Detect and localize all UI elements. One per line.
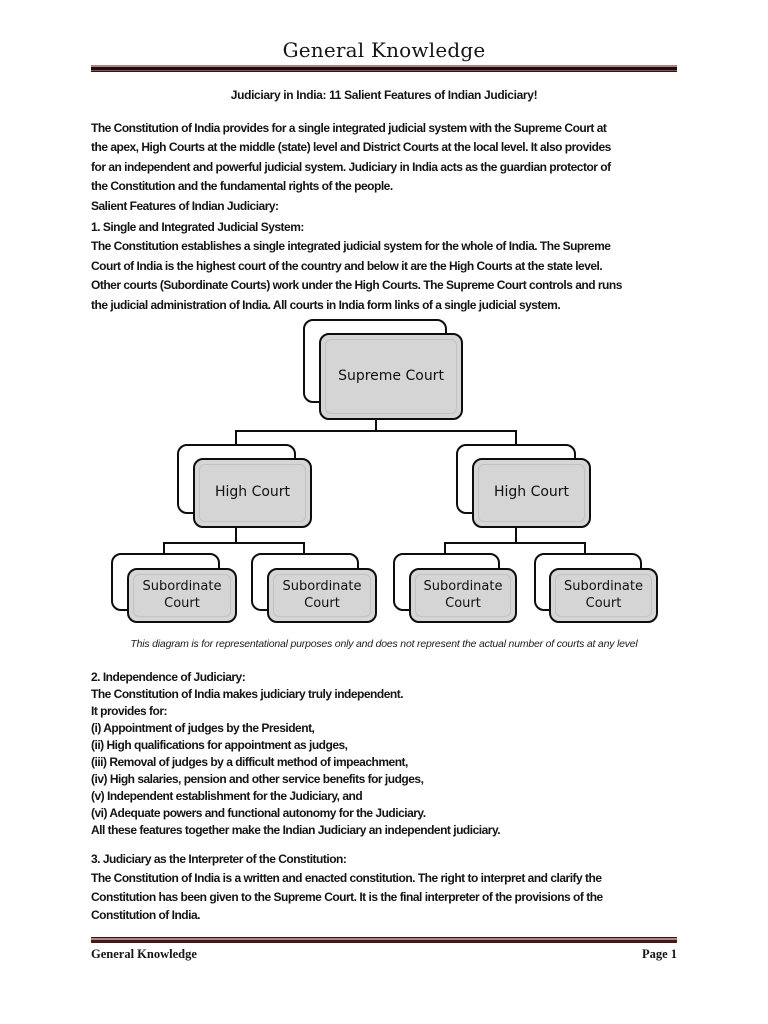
connector-supreme-drop	[375, 418, 377, 430]
subordinate-court-1-node: Subordinate Court	[127, 568, 237, 623]
page-footer: General Knowledge Page 1	[91, 947, 677, 962]
footer-page-number: Page 1	[641, 947, 677, 961]
footer-left-text: General Knowledge	[91, 947, 197, 961]
text-line: the judicial administration of India. Al…	[91, 297, 561, 312]
connector-sub1-drop	[163, 544, 165, 553]
connector-level2-right-horizontal	[444, 542, 586, 544]
connector-highcourt-right-drop	[515, 432, 517, 444]
subordinate-court-4-node: Subordinate Court	[549, 568, 658, 623]
text-line: (v) Independent establishment for the Ju…	[91, 789, 363, 803]
text-line: The Constitution of India provides for a…	[91, 121, 607, 135]
high-court-left-node: High Court	[193, 458, 312, 528]
section-2-heading: 2. Independence of Judiciary:	[91, 670, 246, 684]
connector-highcourt-right-bottom	[515, 528, 517, 542]
judiciary-hierarchy-diagram: Supreme Court High Court High Court Subo…	[0, 318, 768, 630]
connector-sub4-drop	[584, 544, 586, 553]
header-rule	[91, 65, 677, 72]
text-line: The Constitution establishes a single in…	[91, 239, 611, 254]
document-title: Judiciary in India: 11 Salient Features …	[230, 88, 538, 102]
connector-sub2-drop	[303, 544, 305, 553]
connector-level1-horizontal	[235, 430, 517, 432]
text-line: the Constitution and the fundamental rig…	[91, 179, 393, 194]
section-2: 2. Independence of Judiciary: The Consti…	[91, 669, 691, 839]
text-line: Salient Features of Indian Judiciary:	[91, 198, 279, 213]
footer-rule	[91, 937, 677, 943]
text-line: Constitution has been given to the Supre…	[91, 889, 603, 904]
text-line: Other courts (Subordinate Courts) work u…	[91, 278, 622, 293]
section-1-heading: 1. Single and Integrated Judicial System…	[91, 220, 304, 234]
subordinate-court-3-node: Subordinate Court	[409, 568, 517, 623]
text-line: for an independent and powerful judicial…	[91, 159, 611, 174]
connector-highcourt-left-bottom	[235, 528, 237, 542]
text-line: All these features together make the Ind…	[91, 823, 501, 837]
diagram-caption: This diagram is for representational pur…	[130, 638, 638, 650]
text-line: It provides for:	[91, 704, 168, 718]
page-header-title: General Knowledge	[282, 38, 486, 62]
section-3-heading: 3. Judiciary as the Interpreter of the C…	[91, 852, 347, 866]
connector-level2-left-horizontal	[163, 542, 305, 544]
high-court-right-node: High Court	[472, 458, 591, 528]
text-line: Constitution of India.	[91, 908, 200, 923]
text-line: (iv) High salaries, pension and other se…	[91, 772, 424, 786]
section-3: 3. Judiciary as the Interpreter of the C…	[91, 850, 691, 925]
intro-paragraph: The Constitution of India provides for a…	[91, 119, 691, 216]
text-line: The Constitution of India makes judiciar…	[91, 687, 404, 701]
section-1: 1. Single and Integrated Judicial System…	[91, 218, 691, 315]
text-line: (vi) Adequate powers and functional auto…	[91, 806, 426, 820]
supreme-court-node: Supreme Court	[319, 333, 463, 420]
connector-sub3-drop	[444, 544, 446, 553]
subordinate-court-2-node: Subordinate Court	[267, 568, 377, 623]
text-line: (i) Appointment of judges by the Preside…	[91, 721, 315, 735]
connector-highcourt-left-drop	[235, 432, 237, 444]
text-line: Court of India is the highest court of t…	[91, 258, 603, 273]
text-line: The Constitution of India is a written a…	[91, 870, 602, 885]
text-line: the apex, High Courts at the middle (sta…	[91, 140, 611, 155]
text-line: (ii) High qualifications for appointment…	[91, 738, 348, 752]
text-line: (iii) Removal of judges by a difficult m…	[91, 755, 408, 769]
